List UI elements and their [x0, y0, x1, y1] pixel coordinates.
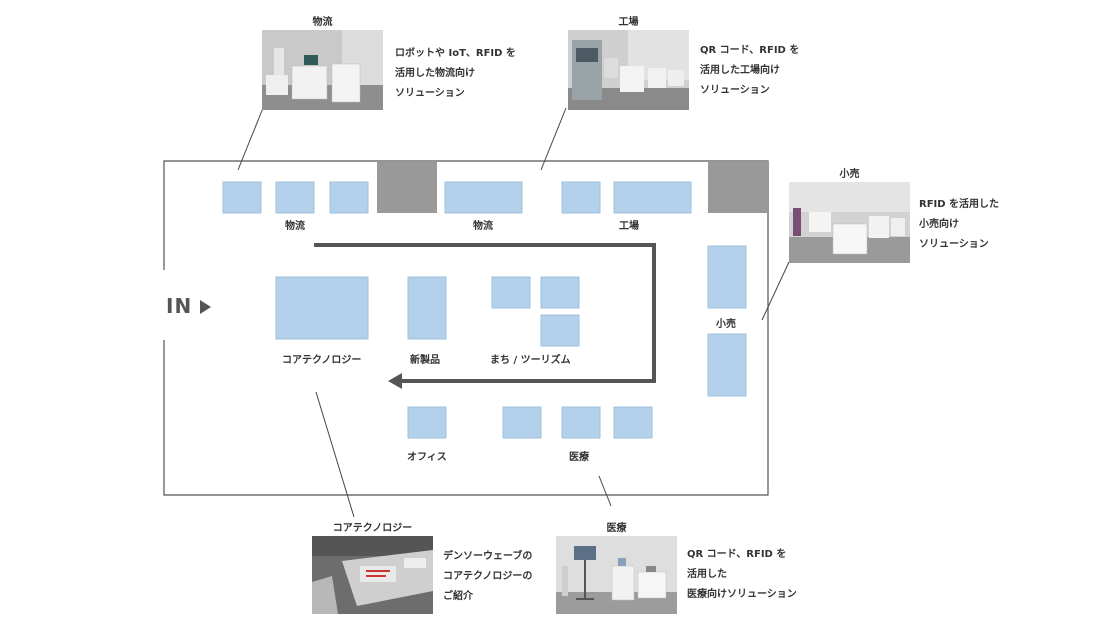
zone-label-logistics-center: 物流: [473, 221, 493, 232]
callout-desc-line: ソリューション: [700, 85, 770, 96]
photo-retail: [789, 182, 910, 263]
pillar: [377, 161, 437, 213]
zone-label-office: オフィス: [407, 452, 447, 463]
booth-retail-2: [707, 333, 747, 397]
booth-logistics-4: [444, 181, 523, 214]
zone-label-new-products: 新製品: [410, 355, 440, 366]
booth-town-1: [491, 276, 531, 309]
callout-desc-line: QR コード、RFID を: [700, 45, 800, 56]
callout-desc-line: RFID を活用した: [919, 199, 1000, 210]
zone-label-medical: 医療: [569, 452, 589, 463]
booth-logistics-3: [329, 181, 369, 214]
pillar: [708, 161, 768, 213]
booth-medical-1: [502, 406, 542, 439]
photo-factory: [568, 30, 689, 110]
callout-desc-line: QR コード、RFID を: [687, 549, 787, 560]
callout-desc-line: ソリューション: [395, 88, 465, 99]
booth-core-tech: [275, 276, 369, 340]
leader-line-core-tech: [315, 391, 355, 518]
callout-desc-core-tech: デンソーウェーブの コアテクノロジーの ご紹介: [443, 547, 532, 607]
booth-factory-1: [561, 181, 601, 214]
callout-desc-retail: RFID を活用した 小売向け ソリューション: [919, 195, 999, 255]
booth-factory-2: [613, 181, 692, 214]
booth-medical-3: [613, 406, 653, 439]
callout-desc-logistics: ロボットや IoT、RFID を 活用した物流向け ソリューション: [395, 44, 516, 104]
callout-desc-line: ソリューション: [919, 239, 989, 250]
entrance-label: IN: [166, 294, 193, 318]
booth-logistics-1: [222, 181, 262, 214]
floor-outline: [163, 160, 769, 496]
callout-desc-line: ご紹介: [443, 591, 473, 602]
leader-line-logistics: [237, 107, 264, 171]
booth-town-3: [540, 314, 580, 347]
leader-line-factory: [540, 107, 567, 171]
callout-title-retail: 小売: [839, 169, 860, 180]
callout-title-factory: 工場: [618, 17, 639, 28]
callout-desc-line: 医療向けソリューション: [687, 589, 797, 600]
zone-label-factory: 工場: [619, 221, 639, 232]
flow-arrow: [314, 243, 656, 383]
callout-title-logistics: 物流: [312, 17, 333, 28]
leader-line-retail: [761, 261, 790, 321]
booth-retail-1: [707, 245, 747, 309]
booth-medical-2: [561, 406, 601, 439]
zone-label-town-tourism: まち / ツーリズム: [490, 355, 571, 366]
callout-desc-line: 活用した工場向け: [700, 65, 780, 76]
callout-desc-line: 活用した: [687, 569, 727, 580]
callout-desc-factory: QR コード、RFID を 活用した工場向け ソリューション: [700, 41, 799, 101]
photo-logistics: [262, 30, 383, 110]
leader-line-medical: [598, 475, 612, 507]
photo-core-tech: [312, 536, 433, 614]
flow-arrow-head: [388, 373, 402, 389]
callout-desc-line: デンソーウェーブの: [443, 551, 533, 562]
callout-desc-line: 小売向け: [919, 219, 959, 230]
booth-new-products: [407, 276, 447, 340]
callout-desc-medical: QR コード、RFID を 活用した 医療向けソリューション: [687, 545, 797, 605]
zone-label-core-tech: コアテクノロジー: [282, 355, 362, 366]
callout-title-core-tech: コアテクノロジー: [332, 523, 413, 534]
callout-desc-line: コアテクノロジーの: [443, 571, 533, 582]
callout-title-medical: 医療: [606, 523, 627, 534]
photo-medical: [556, 536, 677, 614]
entrance-arrow-icon: [200, 300, 211, 314]
booth-logistics-2: [275, 181, 315, 214]
zone-label-logistics-left: 物流: [285, 221, 305, 232]
callout-desc-line: ロボットや IoT、RFID を: [395, 48, 516, 59]
booth-office: [407, 406, 447, 439]
booth-town-2: [540, 276, 580, 309]
zone-label-retail: 小売: [716, 319, 736, 330]
callout-desc-line: 活用した物流向け: [395, 68, 475, 79]
